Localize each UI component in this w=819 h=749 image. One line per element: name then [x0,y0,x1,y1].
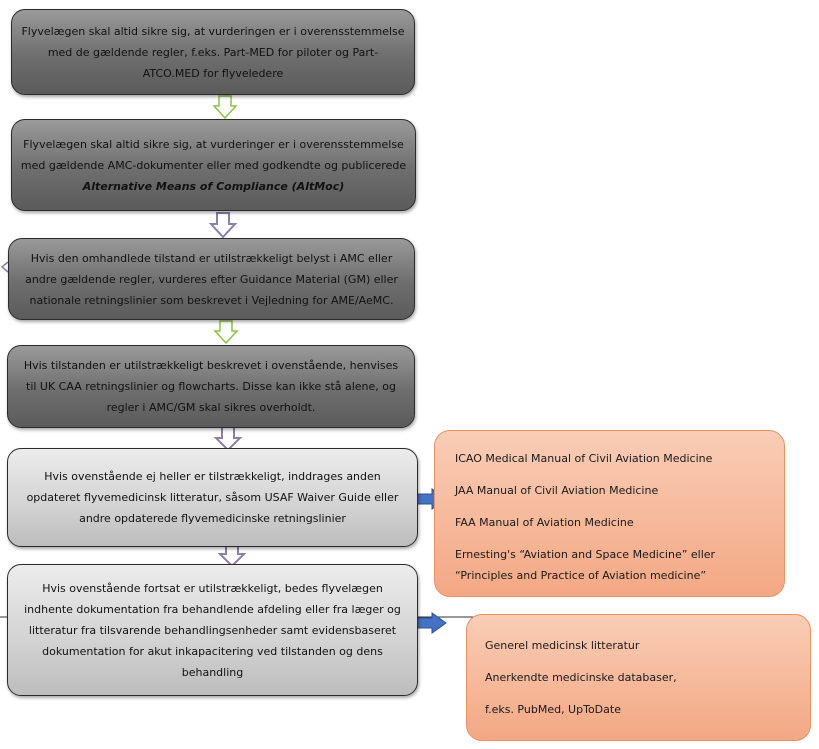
step-4-box: Hvis tilstanden er utilstrækkeligt beskr… [7,345,415,428]
step-3-line-1: Hvis den omhandlede tilstand er utilstræ… [30,251,393,265]
step-1-box: Flyvelægen skal altid sikre sig, at vurd… [11,9,415,95]
step-2-line-3: Alternative Means of Compliance (AltMoc) [82,179,345,193]
step-6-line-1: Hvis ovenstående fortsat er utilstrækkel… [42,581,383,595]
literature-1-item-1: ICAO Medical Manual of Civil Aviation Me… [455,452,713,465]
step-6-line-3: litteratur fra tilsvarende behandlingsen… [28,623,397,637]
literature-2-item-3: f.eks. PubMed, UpToDate [485,703,621,716]
step-5-line-1: Hvis ovenstående ej heller er tilstrække… [44,470,381,483]
step-1-line-2: med de gældende regler, f.eks. Part-MED … [47,45,379,59]
step-3-box: Hvis den omhandlede tilstand er utilstræ… [8,238,415,320]
step-1-line-1: Flyvelægen skal altid sikre sig, at vurd… [21,24,405,38]
down-arrow-5 [217,543,247,568]
literature-2-item-1: Generel medicinsk litteratur [485,639,640,652]
left-chevron-fragment [0,261,9,273]
down-arrow-4 [213,426,243,452]
literature-2-item-2: Anerkendte medicinske databaser, [485,671,677,684]
literature-1-item-3: FAA Manual of Aviation Medicine [455,516,634,529]
literature-1-item-5: “Principles and Practice of Aviation med… [455,569,707,582]
down-arrow-3 [213,320,239,345]
step-2-box: Flyvelægen skal altid sikre sig, at vurd… [11,119,416,211]
step-5-line-3: andre opdaterede flyvemedicinske retning… [79,512,346,525]
step-1-line-3: ATCO.MED for flyveledere [142,66,284,80]
step-3-line-3: nationale retningslinier som beskrevet i… [29,293,394,307]
literature-box-2: Generel medicinsk litteratur Anerkendte … [466,614,811,741]
step-6-line-5: behandling [181,665,244,679]
step-2-line-2: med gældende AMC-dokumenter eller med go… [20,158,407,172]
step-6-box: Hvis ovenstående fortsat er utilstrækkel… [7,564,418,696]
step-4-line-1: Hvis tilstanden er utilstrækkeligt beskr… [23,359,399,372]
literature-1-item-2: JAA Manual of Civil Aviation Medicine [455,484,659,497]
down-arrow-1 [212,95,238,120]
step-6-line-2: indhente dokumentation fra behandlende a… [24,602,401,616]
literature-1-item-4: Ernesting's “Aviation and Space Medicine… [455,548,716,561]
step-3-line-2: andre gældende regler, vurderes efter Gu… [25,272,398,286]
step-5-box: Hvis ovenstående ej heller er tilstrække… [7,448,418,547]
literature-box-1: ICAO Medical Manual of Civil Aviation Me… [434,430,785,597]
step-5-line-2: opdateret flyvemedicinsk litteratur, sås… [26,491,399,504]
step-4-line-3: regler i AMC/GM skal sikres overholdt. [106,401,316,414]
down-arrow-2 [208,212,238,239]
step-6-line-4: dokumentation for akut inkapacitering ve… [42,644,383,658]
step-2-line-1: Flyvelægen skal altid sikre sig, at vurd… [23,137,404,151]
step-4-line-2: til UK CAA retningslinier og flowcharts.… [26,380,396,393]
